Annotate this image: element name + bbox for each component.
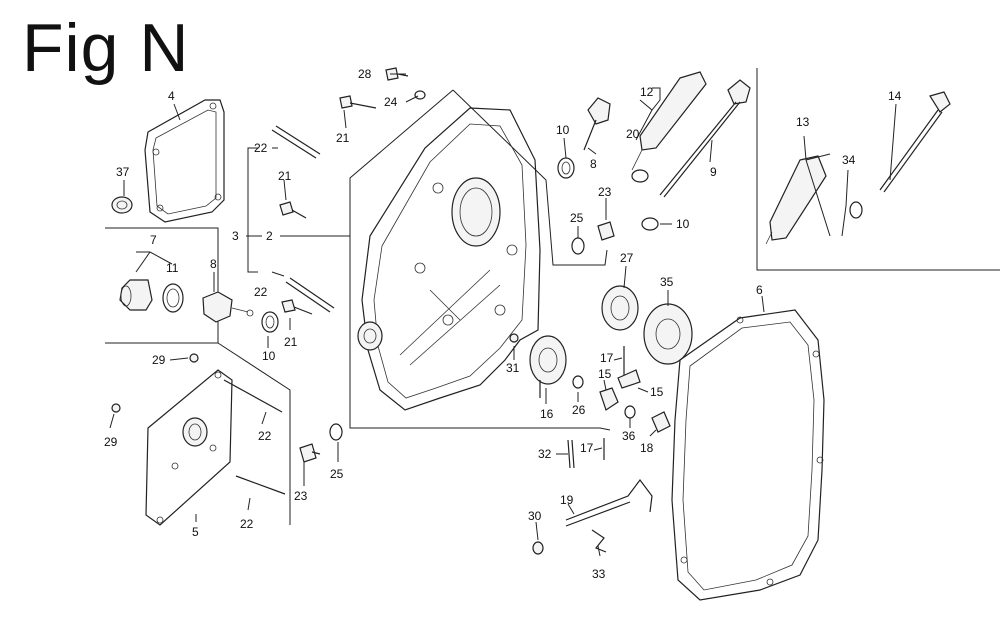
callout-27: 27 xyxy=(620,251,634,265)
callout-24: 24 xyxy=(384,95,398,109)
filler-tube-13 xyxy=(765,155,827,245)
washer-10-upper xyxy=(557,157,575,179)
callout-20: 20 xyxy=(626,127,640,141)
callout-17: 17 xyxy=(580,441,594,455)
callout-10: 10 xyxy=(676,217,690,231)
oil-seal-37 xyxy=(111,196,133,214)
plug-7-and-ring-11 xyxy=(119,279,184,313)
figure-title: Fig N xyxy=(22,10,190,86)
callout-22: 22 xyxy=(240,517,254,531)
callout-25: 25 xyxy=(570,211,584,225)
callout-9: 9 xyxy=(710,165,717,179)
callout-31: 31 xyxy=(506,361,520,375)
callout-15: 15 xyxy=(598,367,612,381)
governor-gear-16 xyxy=(529,335,567,398)
oil-filler-cap-12 xyxy=(631,71,707,183)
spring-18 xyxy=(651,411,671,433)
callout-8: 8 xyxy=(210,257,217,271)
case-gasket-6 xyxy=(671,309,825,601)
callout-11: 11 xyxy=(166,261,179,275)
bearing-35 xyxy=(643,303,693,365)
callout-32: 32 xyxy=(538,447,552,461)
callout-29: 29 xyxy=(152,353,166,367)
cover-plate-5 xyxy=(145,369,233,526)
callout-30: 30 xyxy=(528,509,542,523)
bolts-21 xyxy=(279,95,377,315)
pin-32 xyxy=(567,439,575,469)
leader-lines xyxy=(109,73,897,557)
clip-26 xyxy=(572,375,584,389)
group-outlines xyxy=(105,68,1000,525)
callout-25: 25 xyxy=(330,467,344,481)
studs-22 xyxy=(223,125,335,495)
washer-36 xyxy=(624,405,636,419)
callout-16: 16 xyxy=(540,407,554,421)
callout-15: 15 xyxy=(650,385,664,399)
callout-2: 2 xyxy=(266,229,273,243)
callout-17: 17 xyxy=(600,351,614,365)
callout-7: 7 xyxy=(150,233,157,247)
washer-10-left xyxy=(261,311,279,333)
callout-22: 22 xyxy=(254,141,268,155)
clip-33 xyxy=(591,529,607,553)
callout-14: 14 xyxy=(888,89,902,103)
bolt-23-washer-25-left xyxy=(299,423,343,463)
callout-6: 6 xyxy=(756,283,763,297)
callout-10: 10 xyxy=(556,123,570,137)
callout-10: 10 xyxy=(262,349,276,363)
callout-labels: 28 24 4 21 22 37 21 3 2 7 11 8 22 21 10 … xyxy=(104,67,902,581)
o-ring-34 xyxy=(849,201,863,219)
dipstick-14 xyxy=(879,91,951,193)
callout-22: 22 xyxy=(258,429,272,443)
callout-3: 3 xyxy=(232,229,239,243)
drain-bolt-8-left xyxy=(202,291,254,323)
callout-21: 21 xyxy=(278,169,292,183)
callout-29: 29 xyxy=(104,435,118,449)
callout-23: 23 xyxy=(598,185,612,199)
callout-34: 34 xyxy=(842,153,856,167)
callout-26: 26 xyxy=(572,403,586,417)
callout-21: 21 xyxy=(284,335,298,349)
callout-22: 22 xyxy=(254,285,268,299)
callout-28: 28 xyxy=(358,67,372,81)
bearing-27 xyxy=(601,285,639,331)
callout-21: 21 xyxy=(336,131,350,145)
callout-35: 35 xyxy=(660,275,674,289)
callout-13: 13 xyxy=(796,115,810,129)
callout-12: 12 xyxy=(640,85,654,99)
drain-bolt-8-upper xyxy=(583,97,611,151)
governor-parts-15-17 xyxy=(599,346,641,460)
callout-18: 18 xyxy=(640,441,654,455)
cover-gasket-4 xyxy=(144,99,225,223)
callout-5: 5 xyxy=(192,525,199,539)
callout-4: 4 xyxy=(168,89,175,103)
governor-shaft-19 xyxy=(565,479,653,527)
nut-29 xyxy=(111,353,199,413)
callout-19: 19 xyxy=(560,493,574,507)
callout-36: 36 xyxy=(622,429,636,443)
crankcase-2 xyxy=(357,107,541,411)
dipstick-9 xyxy=(659,79,751,198)
washer-30 xyxy=(532,541,544,555)
washer-31 xyxy=(509,333,519,343)
callout-8: 8 xyxy=(590,157,597,171)
callout-33: 33 xyxy=(592,567,606,581)
callout-23: 23 xyxy=(294,489,308,503)
callout-37: 37 xyxy=(116,165,130,179)
washer-10-right xyxy=(641,217,659,231)
